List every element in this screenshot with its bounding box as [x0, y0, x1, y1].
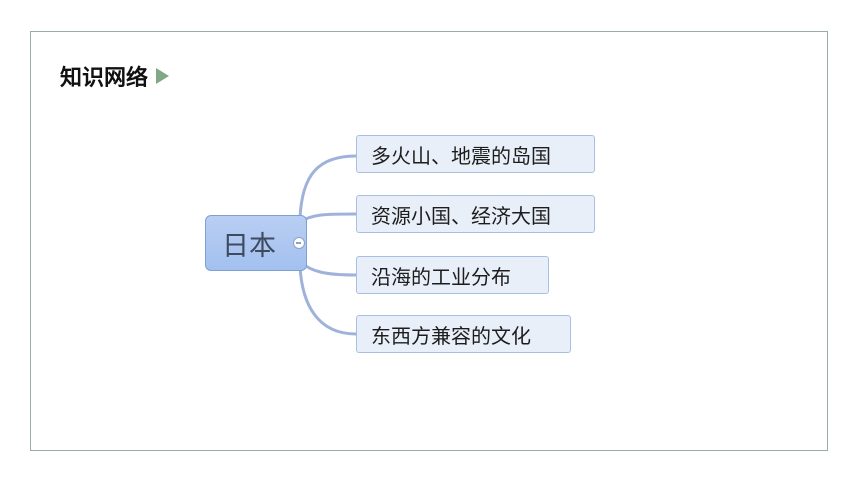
central-topic[interactable]: 日本 — [205, 215, 307, 271]
collapse-toggle-icon[interactable] — [293, 237, 305, 249]
subtopic-3[interactable]: 沿海的工业分布 — [356, 256, 549, 294]
section-heading: 知识网络 — [60, 60, 170, 92]
subtopic-2[interactable]: 资源小国、经济大国 — [356, 195, 595, 233]
content-frame — [30, 31, 828, 451]
subtopic-label: 东西方兼容的文化 — [371, 323, 531, 348]
heading-text: 知识网络 — [60, 66, 149, 91]
subtopic-4[interactable]: 东西方兼容的文化 — [356, 315, 571, 353]
subtopic-label: 多火山、地震的岛国 — [371, 143, 551, 168]
central-topic-label: 日本 — [222, 230, 276, 262]
play-triangle-icon — [156, 68, 170, 84]
connector-3 — [299, 260, 357, 277]
subtopic-label: 资源小国、经济大国 — [371, 203, 551, 228]
connector-1 — [298, 154, 357, 219]
connector-4 — [298, 265, 357, 336]
subtopic-label: 沿海的工业分布 — [371, 264, 511, 289]
subtopic-1[interactable]: 多火山、地震的岛国 — [356, 135, 595, 173]
connector-2 — [299, 212, 357, 224]
